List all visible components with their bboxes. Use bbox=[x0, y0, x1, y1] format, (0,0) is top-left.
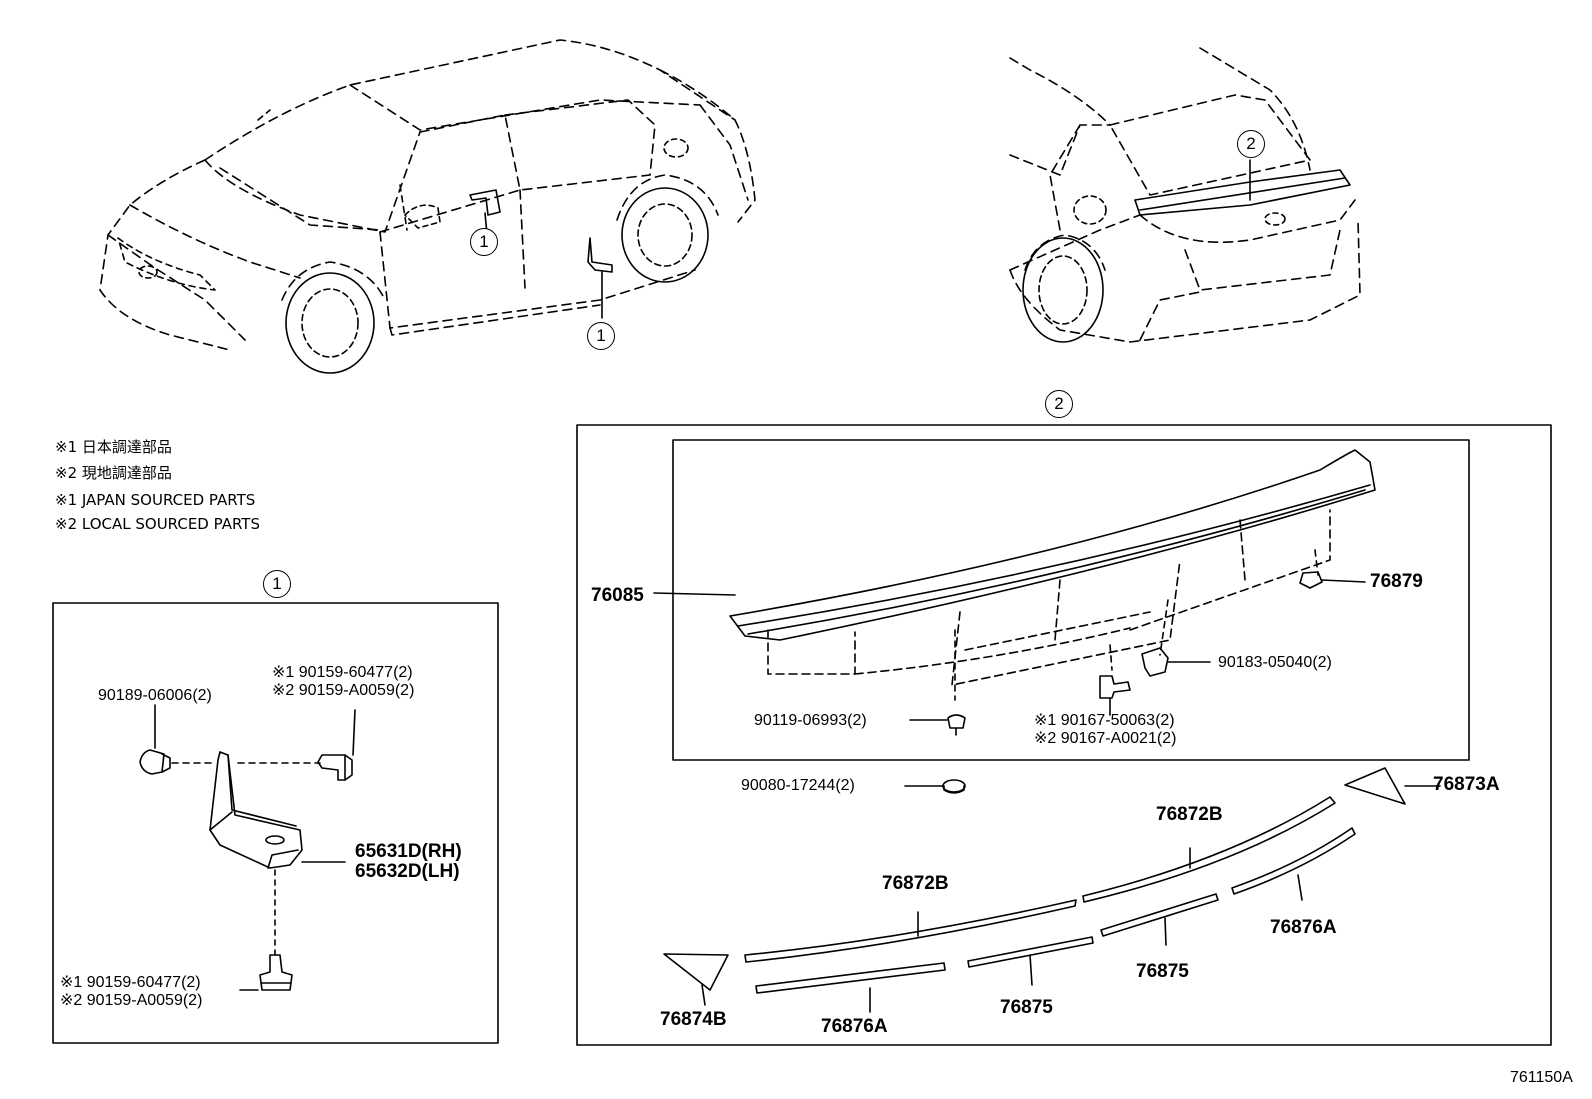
part-76085: 76085 bbox=[591, 585, 644, 606]
callout-1-panel-title: 1 bbox=[263, 570, 291, 598]
part-76876A-right: 76876A bbox=[1270, 917, 1337, 938]
note-japan-en: ※1 JAPAN SOURCED PARTS bbox=[55, 491, 256, 509]
note-local-jp: ※2 現地調達部品 bbox=[55, 464, 172, 482]
callout-1-sill: 1 bbox=[587, 322, 615, 350]
car-rear-view-illustration bbox=[1009, 47, 1361, 343]
part-76874B: 76874B bbox=[660, 1009, 727, 1030]
part-76872B-right: 76872B bbox=[1156, 804, 1223, 825]
part-90159-60477-bottom: ※1 90159-60477(2) bbox=[60, 974, 201, 991]
diagram-code: 761150A bbox=[1510, 1069, 1573, 1086]
panel-1-frame bbox=[52, 602, 499, 1044]
car-front-view-illustration bbox=[99, 39, 756, 374]
panel-1-linework bbox=[139, 704, 356, 991]
panel-2-linework bbox=[653, 449, 1441, 1013]
emblem-plate-76873A bbox=[1344, 767, 1406, 805]
part-76873A: 76873A bbox=[1433, 774, 1500, 795]
part-76875-right: 76875 bbox=[1136, 961, 1189, 982]
part-65631D-RH: 65631D(RH) bbox=[355, 841, 462, 862]
callout-1-door: 1 bbox=[470, 228, 498, 256]
note-local-en: ※2 LOCAL SOURCED PARTS bbox=[55, 515, 260, 533]
part-90159-A0059-bottom: ※2 90159-A0059(2) bbox=[60, 992, 203, 1009]
note-japan-jp: ※1 日本調達部品 bbox=[55, 438, 172, 456]
part-90167-A0021: ※2 90167-A0021(2) bbox=[1034, 730, 1177, 747]
part-76872B-left: 76872B bbox=[882, 873, 949, 894]
part-65632D-LH: 65632D(LH) bbox=[355, 861, 460, 882]
callout-2-panel-title: 2 bbox=[1045, 390, 1073, 418]
panel-2-inner-frame bbox=[672, 439, 1470, 761]
part-76876A-left: 76876A bbox=[821, 1016, 888, 1037]
callout-2-rear: 2 bbox=[1237, 130, 1265, 158]
part-90080-17244: 90080-17244(2) bbox=[741, 777, 855, 794]
part-76875-left: 76875 bbox=[1000, 997, 1053, 1018]
part-90119-06993: 90119-06993(2) bbox=[754, 712, 867, 729]
part-90167-50063: ※1 90167-50063(2) bbox=[1034, 712, 1175, 729]
part-90183-05040: 90183-05040(2) bbox=[1218, 654, 1332, 671]
panel-2-frame bbox=[576, 424, 1552, 1046]
part-90159-60477-top: ※1 90159-60477(2) bbox=[272, 664, 413, 681]
part-90159-A0059-top: ※2 90159-A0059(2) bbox=[272, 682, 415, 699]
part-76879: 76879 bbox=[1370, 571, 1423, 592]
emblem-plate-76874B bbox=[663, 953, 729, 991]
part-90189-06006: 90189-06006(2) bbox=[98, 687, 212, 704]
